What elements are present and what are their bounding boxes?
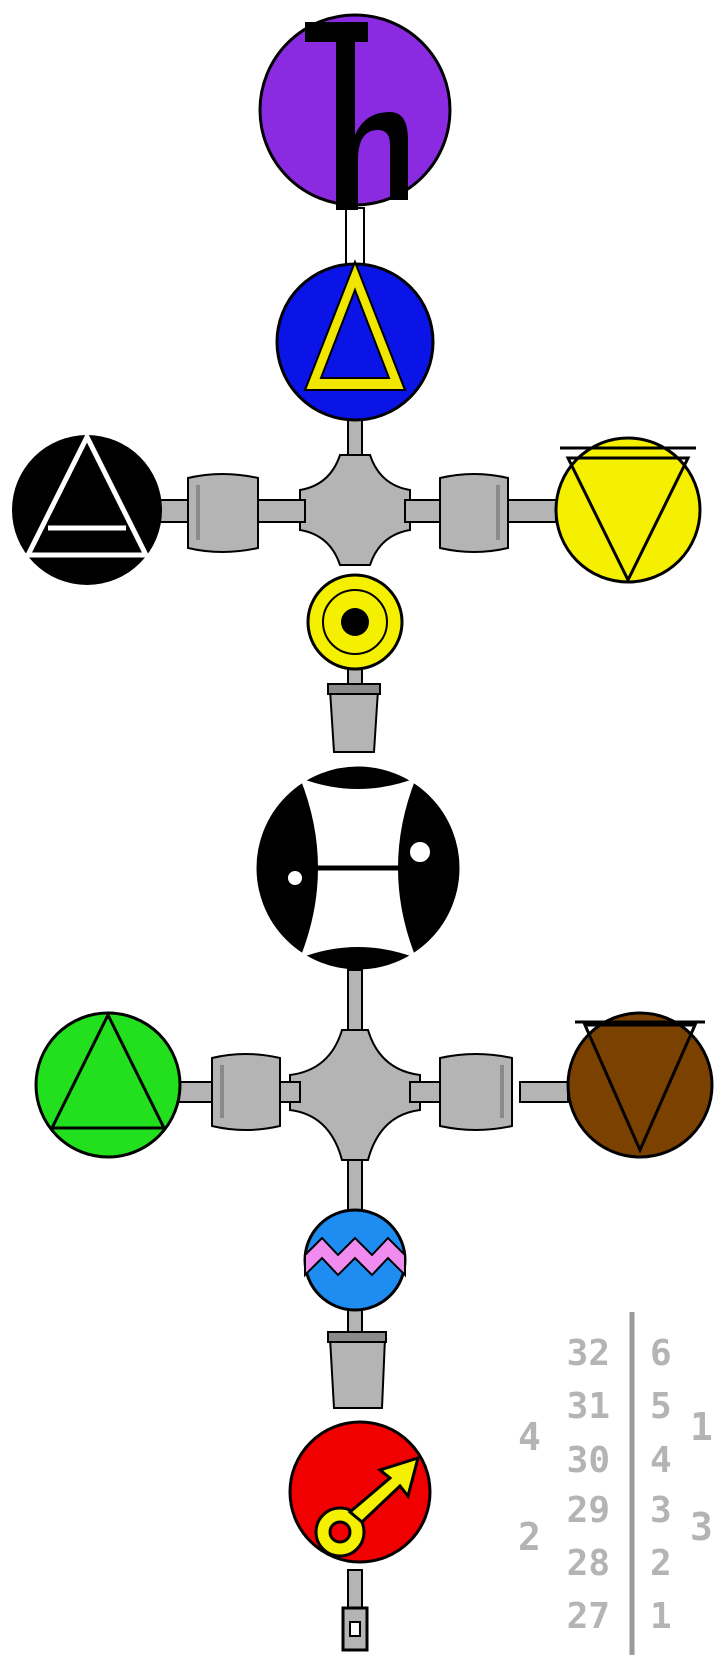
left-number: 30 xyxy=(567,1440,610,1481)
upper-right-valve xyxy=(440,474,508,552)
air-triangle-icon xyxy=(12,435,162,585)
bottom-stub xyxy=(343,1608,367,1650)
left-outer-number: 2 xyxy=(518,1515,541,1559)
left-number: 32 xyxy=(567,1333,610,1374)
pisces-icon xyxy=(258,768,458,968)
saturn-icon xyxy=(260,15,450,210)
left-number: 29 xyxy=(567,1490,610,1531)
left-number: 31 xyxy=(567,1386,610,1427)
earth-down-triangle-icon xyxy=(556,438,700,582)
number-table: 32 31 30 29 28 27 6 5 4 3 2 1 4 2 1 3 xyxy=(518,1312,713,1655)
right-number: 2 xyxy=(650,1543,672,1584)
water-triangle-icon xyxy=(277,262,433,420)
sun-point-icon xyxy=(308,575,402,669)
right-number: 5 xyxy=(650,1386,672,1427)
right-number: 3 xyxy=(650,1490,672,1531)
right-outer-number: 3 xyxy=(690,1505,713,1549)
lower-valve xyxy=(328,1332,386,1408)
green-triangle-icon xyxy=(36,1013,180,1157)
brown-down-triangle-icon xyxy=(568,1013,712,1157)
right-number: 6 xyxy=(650,1333,672,1374)
right-outer-number: 1 xyxy=(690,1405,713,1449)
left-number: 27 xyxy=(567,1596,610,1637)
middle-valve xyxy=(328,684,380,752)
mars-icon xyxy=(290,1422,430,1562)
left-number: 28 xyxy=(567,1543,610,1584)
right-number: 4 xyxy=(650,1440,672,1481)
right-number: 1 xyxy=(650,1596,672,1637)
upper-left-valve xyxy=(188,474,258,552)
left-outer-number: 4 xyxy=(518,1415,541,1459)
aquarius-icon xyxy=(305,1210,405,1310)
lower-right-valve xyxy=(440,1054,512,1130)
lower-left-valve xyxy=(212,1054,280,1130)
